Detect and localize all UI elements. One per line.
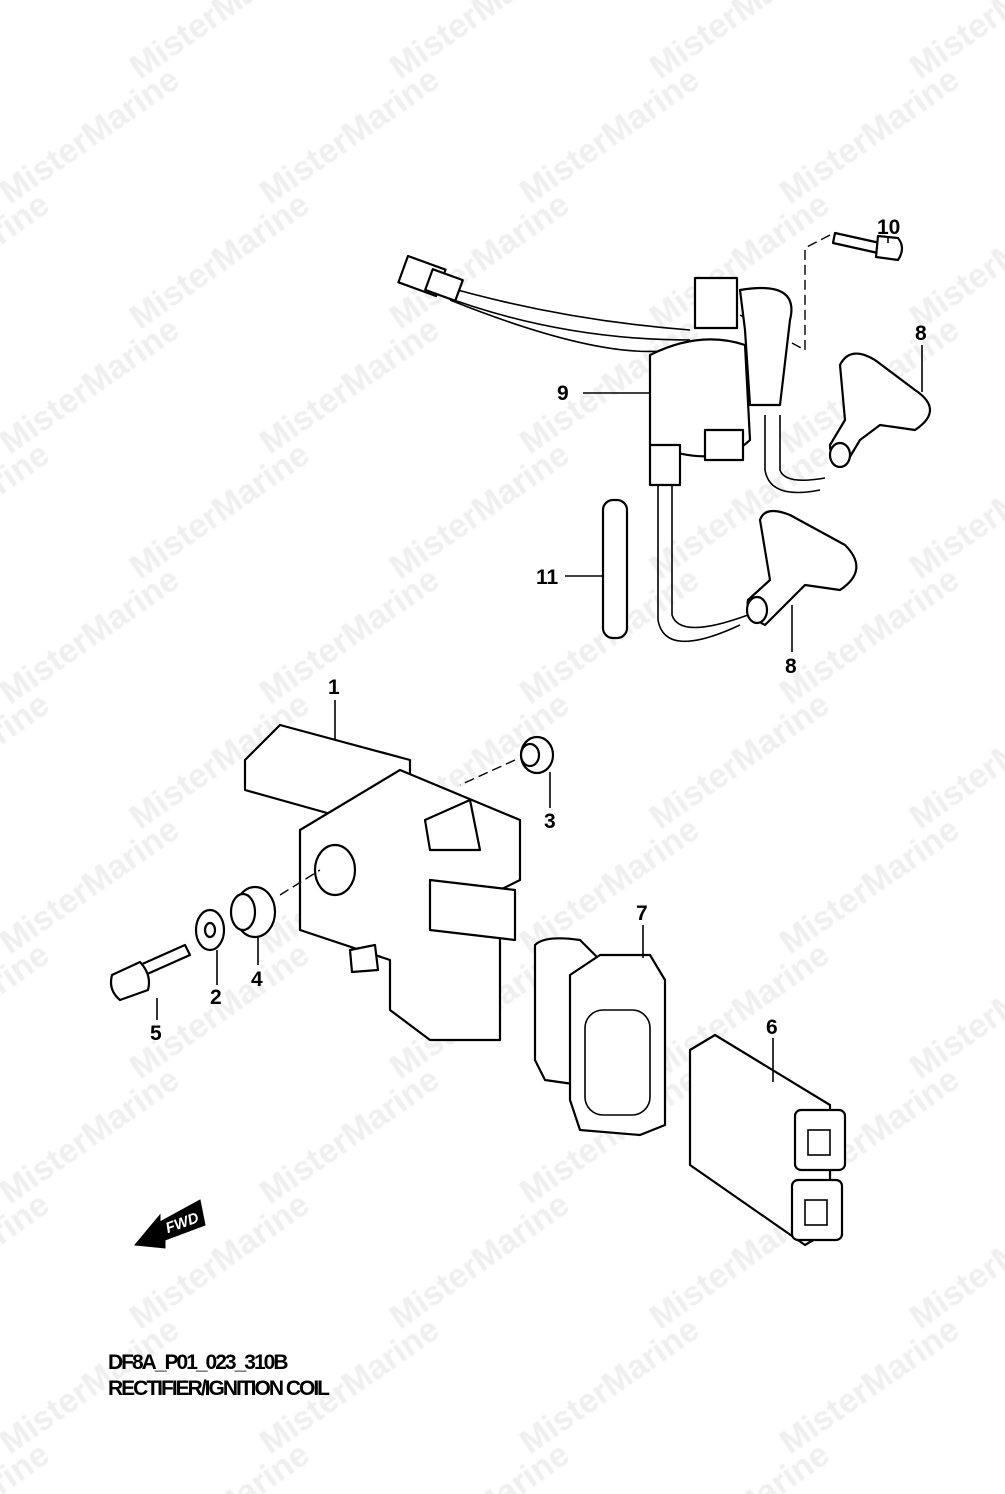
part-9-ignition-coil[interactable] xyxy=(397,254,826,643)
callout-8-lower: 8 xyxy=(785,655,797,678)
diagram-title: RECTIFIER/IGNITION COIL xyxy=(108,1377,330,1400)
callout-7: 7 xyxy=(636,902,648,925)
callout-4: 4 xyxy=(251,968,263,991)
callout-5: 5 xyxy=(150,1022,162,1045)
part-10-bolt[interactable] xyxy=(739,231,904,352)
part-11-tube[interactable] xyxy=(601,498,629,640)
callout-9: 9 xyxy=(557,382,569,405)
part-2-washer[interactable] xyxy=(194,908,226,952)
callout-1: 1 xyxy=(328,676,340,699)
callout-10: 10 xyxy=(877,216,900,239)
part-4-grommet[interactable] xyxy=(229,869,321,939)
part-1-bracket[interactable] xyxy=(243,723,522,1042)
callout-8-upper: 8 xyxy=(915,322,927,345)
diagram-code: DF8A_P01_023_310B xyxy=(108,1351,288,1374)
callouts: 10 8 9 11 8 1 3 4 2 5 7 6 xyxy=(150,216,927,1045)
part-8-plug-cap-lower[interactable] xyxy=(745,509,858,627)
callout-6: 6 xyxy=(766,1016,778,1039)
part-8-plug-cap-upper[interactable] xyxy=(828,352,932,469)
part-7-cover[interactable] xyxy=(533,937,667,1137)
callout-2: 2 xyxy=(210,986,222,1009)
callout-11: 11 xyxy=(536,566,559,589)
part-5-bolt[interactable] xyxy=(109,943,192,1002)
part-6-rectifier[interactable] xyxy=(688,1033,847,1247)
fwd-arrow-icon: FWD xyxy=(134,1199,206,1249)
callout-3: 3 xyxy=(544,810,556,833)
leader-lines xyxy=(156,238,923,1082)
part-3-grommet[interactable] xyxy=(459,735,555,786)
